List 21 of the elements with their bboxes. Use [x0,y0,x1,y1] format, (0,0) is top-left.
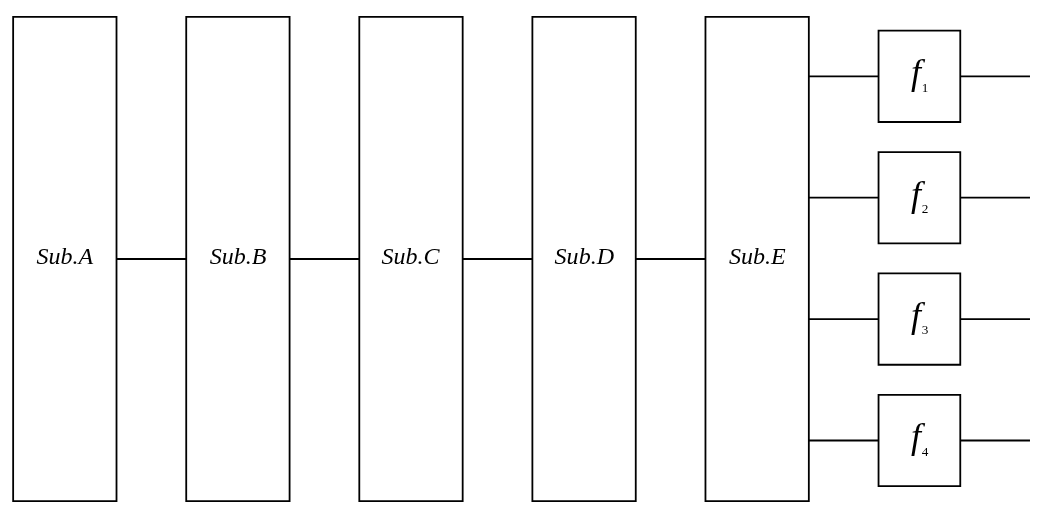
node-box: f$_{1}$ [877,29,962,123]
node-box: Sub.D [531,15,637,503]
connector [808,318,880,320]
connector [808,75,880,78]
connector [462,258,534,260]
connector [288,258,360,260]
node-box: f$_{4}$ [877,393,962,488]
node-box: f$_{3}$ [877,272,962,366]
node-box: Sub.E [704,15,810,503]
connector [808,196,880,199]
node-box: Sub.B [185,15,291,503]
connector [635,258,707,260]
connector [808,439,880,442]
connector [115,258,187,260]
node-box: Sub.C [358,15,464,503]
node-box: Sub.A [12,15,118,503]
connector [959,318,1031,320]
node-box: f$_{2}$ [877,151,962,245]
connector [959,439,1031,442]
connector [959,75,1031,78]
connector [959,196,1031,199]
